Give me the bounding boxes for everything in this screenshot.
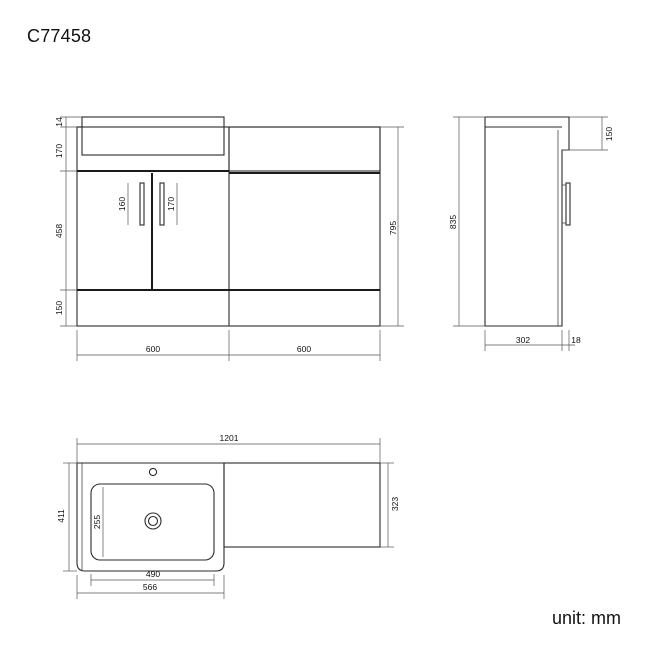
tap-hole [148,467,158,477]
dim-top-bowl-depth: 255 [92,515,102,529]
top-right-section [223,462,381,548]
dim-side-depth: 302 [516,335,530,345]
dim-right-width: 600 [297,344,311,354]
side-view: 835 150 302 18 [448,116,614,351]
dim-top-bowl-width: 490 [146,569,160,579]
right-door-handle [159,182,165,226]
left-door-handle [139,182,145,226]
drain-outer [144,512,162,530]
dim-top-total-width: 1201 [220,433,239,443]
dim-side-door-thickness: 18 [571,335,581,345]
dim-top-section: 170 [54,144,64,158]
dim-plinth: 150 [54,301,64,315]
dim-top-basin-depth: 411 [56,509,66,523]
dim-left-handle: 160 [117,197,127,211]
basin-bowl [90,483,215,561]
top-basin-outline [76,462,225,572]
dim-top-basin-width: 566 [143,582,157,592]
dim-top-right-depth: 323 [390,497,400,511]
front-basin-outline [81,116,225,156]
dim-total-height: 795 [388,221,398,235]
drain-inner [147,515,159,527]
dim-top-gap: 14 [54,117,64,127]
front-view: 14 170 458 150 160 170 795 600 600 [54,116,404,361]
dim-door-section: 458 [54,224,64,238]
dim-left-width: 600 [146,344,160,354]
top-view: 1201 411 255 323 490 566 [56,433,400,599]
side-handle [565,182,571,226]
dim-side-height: 835 [448,215,458,229]
front-right-top-panel [228,126,381,172]
dim-side-top-offset: 150 [604,127,614,141]
unit-note: unit: mm [552,608,622,628]
model-code: C77458 [27,26,92,46]
side-body-outline [484,116,570,327]
dim-right-handle: 170 [166,197,176,211]
